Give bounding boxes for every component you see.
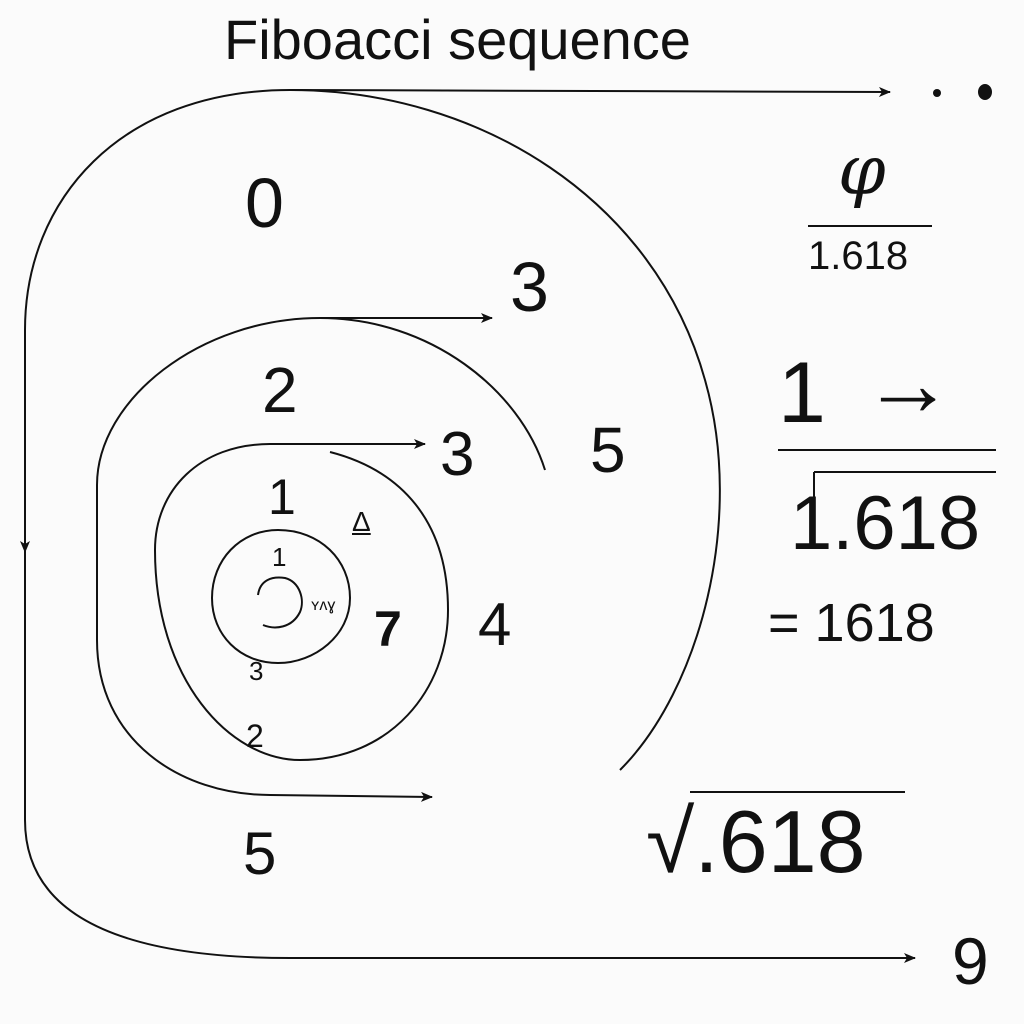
label-outer-right-top: 3 — [510, 248, 549, 326]
outer-spiral — [24, 88, 915, 959]
fraction-denominator: 1.618 — [790, 481, 981, 566]
small-glyph — [978, 84, 992, 100]
core-spiral — [257, 576, 303, 629]
scribble-text: ʏʌɣ — [311, 597, 336, 614]
label-outer-end: 9 — [952, 924, 989, 998]
label-second-right: 4 — [478, 591, 512, 658]
label-third-right: 7 — [374, 601, 402, 657]
phi-symbol: φ — [838, 132, 886, 211]
label-inner-top: 1 — [272, 542, 287, 572]
phi-value: 1.618 — [808, 234, 909, 278]
diagram-title: Fiboacci sequence — [224, 8, 691, 71]
inner-spiral — [210, 529, 352, 665]
dot — [933, 89, 941, 97]
label-third-top: 1 — [268, 469, 296, 525]
label-second-arrow: 3 — [440, 420, 475, 489]
delta-symbol: Δ — [352, 506, 371, 537]
equals-value: = 1618 — [768, 593, 935, 653]
sqrt-bar — [813, 471, 996, 500]
fraction-numerator-one: 1 — [778, 345, 826, 441]
label-second-top: 2 — [262, 354, 298, 426]
second-spiral — [96, 317, 433, 802]
label-outer-top: 0 — [245, 164, 284, 242]
label-inner-below: 2 — [246, 718, 264, 754]
arrow-symbol: → — [862, 333, 954, 435]
second-right-arc — [319, 317, 546, 471]
label-inner-bottom: 3 — [249, 656, 264, 686]
label-outer-bottom: 5 — [243, 820, 277, 887]
third-spiral — [153, 443, 450, 762]
outer-top-arrow — [289, 86, 891, 97]
sqrt-value: √.618 — [646, 792, 866, 891]
label-outer-right: 5 — [590, 414, 626, 486]
